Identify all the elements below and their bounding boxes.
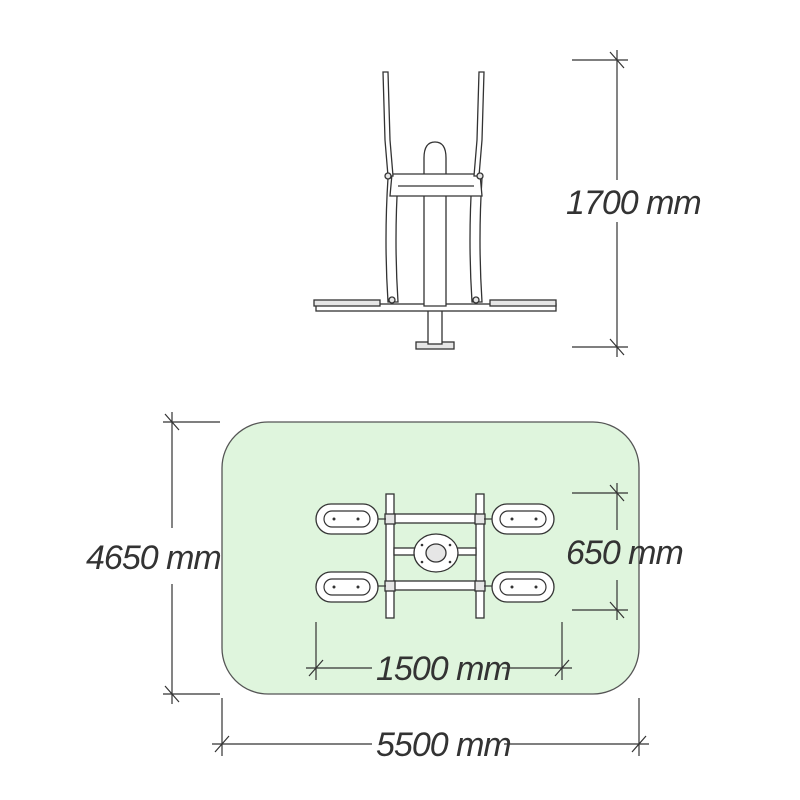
seat-spacing-dimension: 650 mm (566, 483, 684, 620)
seat-spacing-label: 650 mm (566, 534, 683, 572)
pivot-bolt (384, 172, 392, 180)
zone-depth-label: 4650 mm (86, 539, 221, 577)
lower-pillar (427, 309, 443, 345)
joint (474, 580, 486, 592)
joint (474, 513, 486, 525)
zone-depth-dimension: 4650 mm (86, 412, 222, 704)
right-handle (473, 71, 485, 177)
left-handle (382, 71, 394, 177)
pivot-bolt (472, 296, 480, 304)
left-footrest (313, 299, 381, 307)
height-dimension: 1700 mm (566, 50, 702, 357)
central-column (423, 141, 447, 307)
frame-post (475, 493, 485, 619)
frame-post (385, 493, 395, 619)
column-plan (425, 543, 447, 563)
footrest-bottom-left (315, 571, 386, 603)
cross-bar (393, 580, 477, 591)
height-label: 1700 mm (566, 184, 701, 222)
footrest-bottom-right (484, 571, 555, 603)
frame-width-dimension: 1500 mm (306, 622, 572, 688)
right-swing-arm (469, 177, 483, 303)
left-swing-arm (385, 177, 399, 303)
pivot-bolt (476, 172, 484, 180)
plan-view: 4650 mm 650 mm 1500 mm (86, 412, 684, 764)
elevation-view: 1700 mm (313, 50, 702, 357)
zone-width-dimension: 5500 mm (212, 698, 649, 764)
pivot-bolt (388, 296, 396, 304)
seat-frame (389, 173, 483, 197)
footrest-top-left (315, 503, 386, 535)
joint (384, 513, 396, 525)
frame-width-label: 1500 mm (376, 650, 511, 688)
joint (384, 580, 396, 592)
right-footrest (489, 299, 557, 307)
cross-bar (393, 513, 477, 524)
zone-width-label: 5500 mm (376, 726, 511, 764)
footrest-top-right (484, 503, 555, 535)
